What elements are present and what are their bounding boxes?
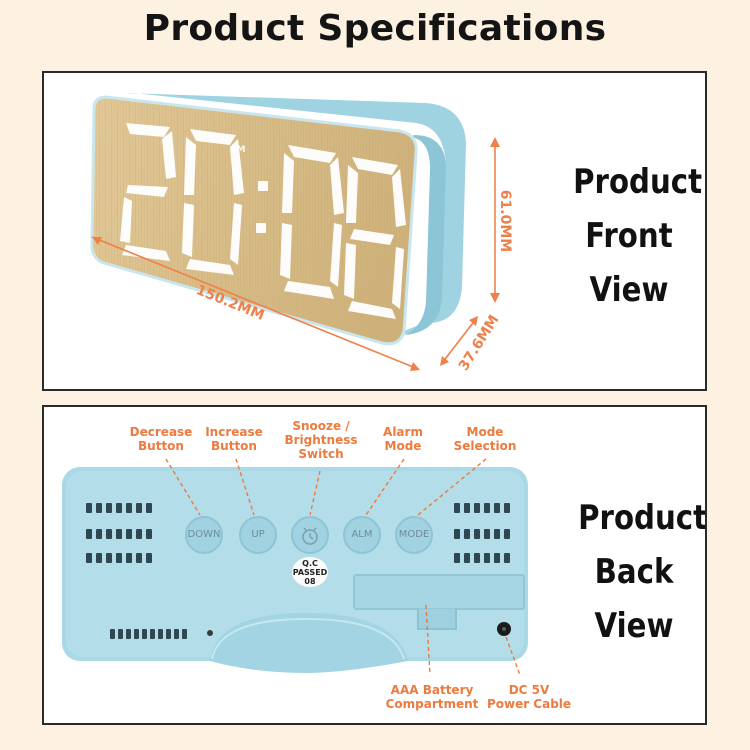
pm-indicator: PM [230, 145, 246, 155]
callout-snooze-brightness: Snooze / Brightness Switch [284, 419, 358, 461]
callout-decrease-button: Decrease Button [129, 425, 193, 453]
qc-passed-sticker: Q.C PASSED 08 [292, 557, 328, 587]
callout-lines [165, 458, 521, 676]
front-clock-illustration [90, 93, 500, 371]
alarm-bell-icon [302, 527, 318, 545]
alm-button: ALM [351, 529, 373, 540]
page-title: Product Specifications [143, 8, 607, 49]
height-dimension-label: 61.0MM [497, 189, 514, 253]
callout-alarm-mode: Alarm Mode [383, 425, 423, 453]
mode-button: MODE [398, 529, 430, 540]
back-view-panel: DOWN UP ALM MODE Q.C PASSED 08 Decrease … [42, 405, 707, 725]
callout-mode-selection: Mode Selection [453, 425, 517, 453]
digit-segments [120, 123, 406, 319]
button-circles [185, 516, 433, 554]
up-button: UP [251, 529, 265, 540]
callout-increase-button: Increase Button [205, 425, 263, 453]
left-vents [86, 503, 187, 639]
callout-battery-compartment: AAA Battery Compartment [385, 683, 479, 711]
right-vents [454, 503, 510, 563]
dimension-lines [91, 137, 500, 371]
down-button: DOWN [187, 529, 221, 540]
front-view-label: Product Front View [573, 162, 703, 310]
front-view-panel: 150.2MM 61.0MM 37.6MM PM Product Front V… [42, 71, 707, 391]
back-view-label: Product Back View [578, 498, 707, 646]
callout-power-cable: DC 5V Power Cable [486, 683, 572, 711]
